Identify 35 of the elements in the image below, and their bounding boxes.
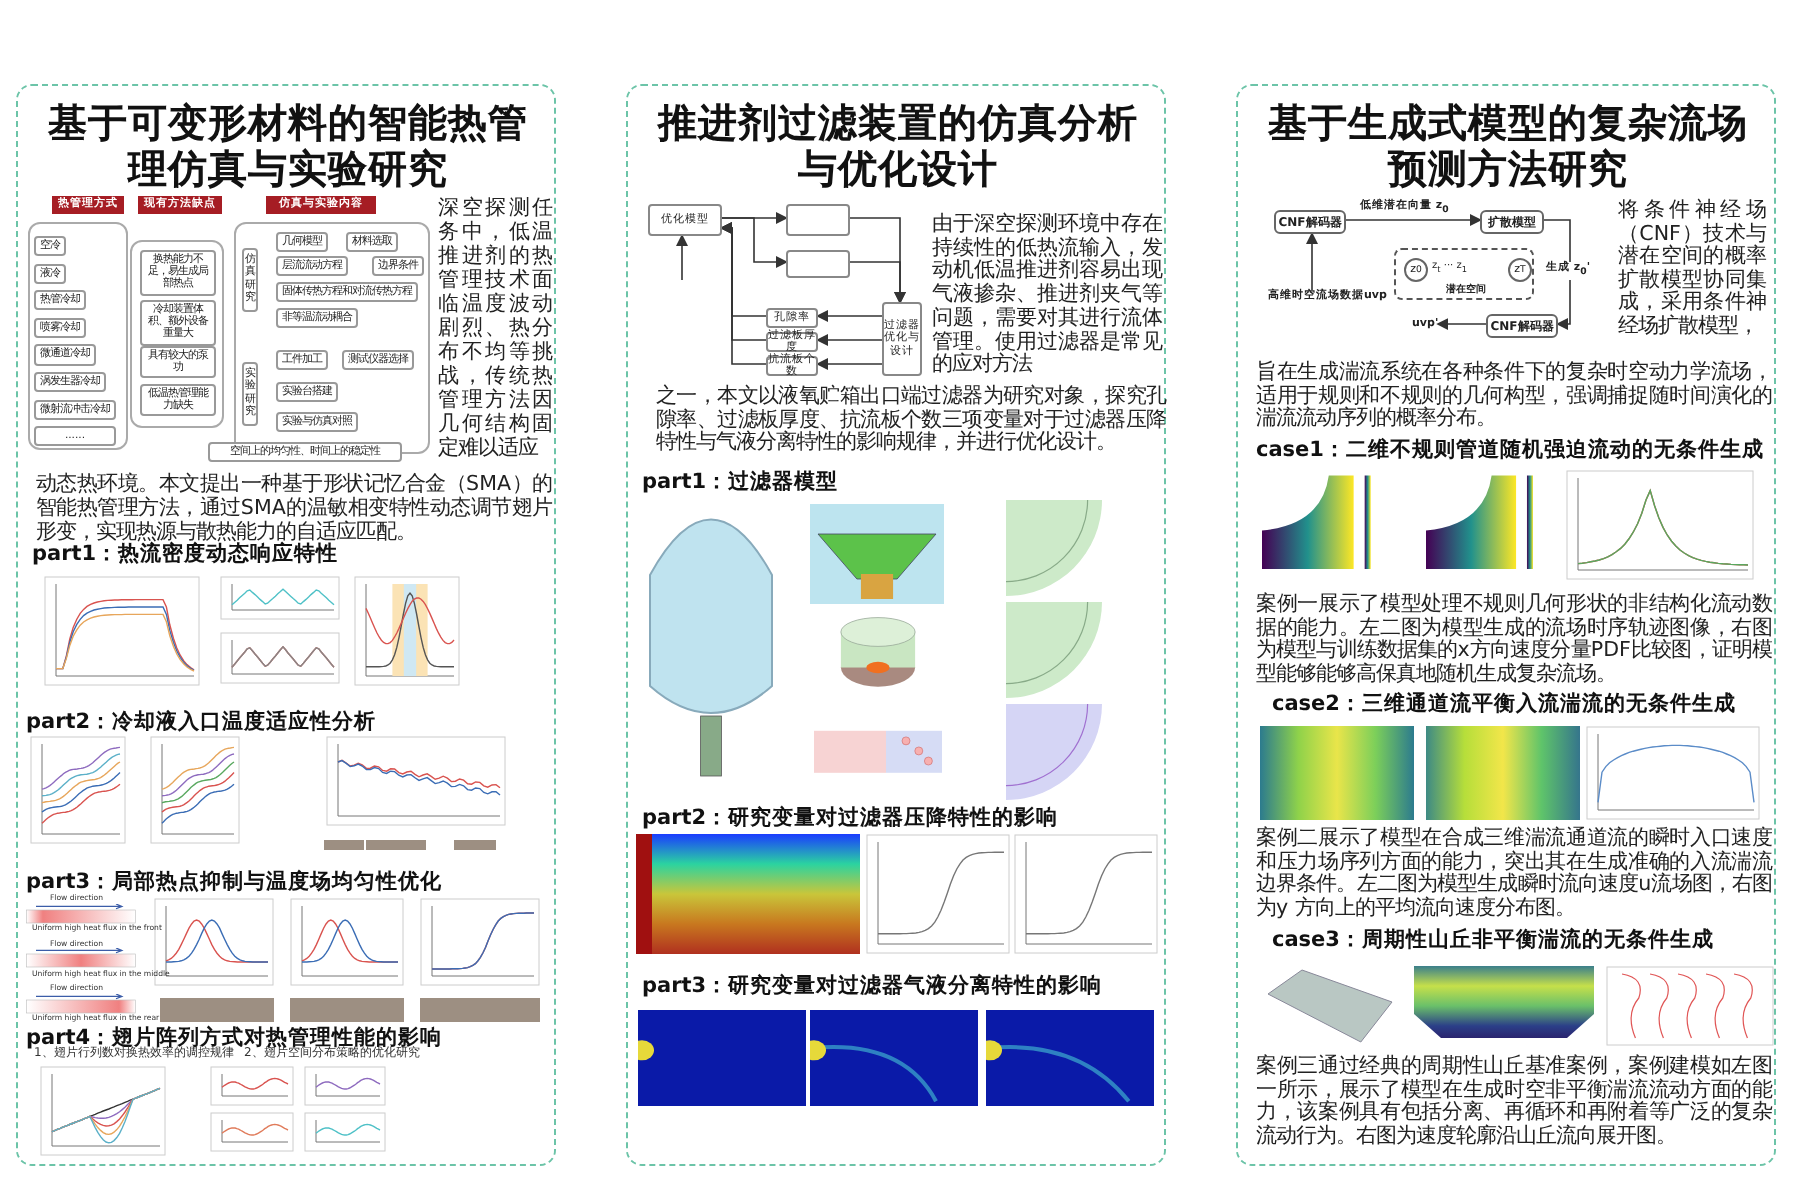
arrow — [1345, 214, 1482, 226]
section-heading: case3：周期性山丘非平衡湍流的无条件生成 — [1272, 928, 1714, 952]
intro-paragraph: 之一，本文以液氧贮箱出口端过滤器为研究对象，探究孔隙率、过滤板厚度、抗流板个数三项变量对于过滤器压降特性与气液分离特性的影响规律，并进行优化设计。 — [656, 386, 1166, 457]
arrow — [1543, 219, 1571, 330]
panel-title: 基于可变形材料的智能热管理仿真与实验研究 — [48, 100, 528, 192]
section-heading: part1：热流密度动态响应特性 — [32, 542, 339, 566]
case-description: 案例三通过经典的周期性山丘基准案例，案例建模如左图一所示，展示了模型在生成时空非平衡湍流流动方面的能力，该案例具有包括分离、再循环和再附着等广泛的复杂流动行为。右图为速度轮廓沿山丘流向展开图。 — [1256, 1056, 1772, 1148]
arrow — [849, 261, 906, 304]
arrow — [721, 217, 788, 268]
intro-paragraph: 将条件神经场（CNF）技术与潜在空间的概率扩散模型协同集成，采用条件神经场扩散模型， — [1618, 200, 1766, 338]
intro-paragraph: 由于深空探测环境中存在持续性的低热流输入，发动机低温推进剂容易出现气液掺杂、推进剂夹气等问题，需要对其进行流体管理。使用过滤器是常见的应对方法 — [932, 214, 1162, 378]
section-heading: part3：局部热点抑制与温度场均匀性优化 — [26, 870, 443, 894]
arrow — [816, 358, 883, 370]
arrow — [676, 234, 688, 281]
panel-title: 基于生成式模型的复杂流场预测方法研究 — [1268, 100, 1748, 192]
section-heading: part2：冷却液入口温度适应性分析 — [26, 710, 377, 734]
section-heading: case1：二维不规则管道随机强迫流动的无条件生成 — [1256, 438, 1764, 462]
latent-space-box — [1394, 248, 1534, 300]
arrow — [720, 222, 767, 365]
process-box — [786, 204, 850, 236]
panel-title: 推进剂过滤装置的仿真分析与优化设计 — [658, 100, 1138, 192]
arrow — [816, 334, 883, 346]
case-description: 案例一展示了模型处理不规则几何形状的非结构化流动数据的能力。左二图为模型生成的流场时序轨迹图像，右图为模型与训练数据集的x方向速度分量PDF比较图，证明模型能够能够高保真地随机生成复杂流场。 — [1256, 594, 1772, 686]
intro-paragraph: 动态热环境。本文提出一种基于形状记忆合金（SMA）的智能热管理方法，通过SMA的温敏相变特性动态调节翅片形变，实现热源与散热能力的自适应匹配。 — [36, 472, 552, 544]
arrow — [1306, 232, 1318, 291]
intro-paragraph: 深空探测任务中，低温推进剂的热管理技术面临温度波动剧烈、热分布不均等挑战，传统热管理方法因几何结构固定难以适应 — [438, 196, 552, 460]
arrow — [816, 310, 883, 322]
section-heading: part1：过滤器模型 — [642, 470, 839, 494]
section-heading: part2：研究变量对过滤器压降特性的影响 — [642, 806, 1059, 830]
process-box — [786, 250, 850, 278]
arrow — [1436, 318, 1487, 330]
intro-paragraph: 旨在生成湍流系统在各种条件下的复杂时空动力学流场，适用于规则和不规则的几何构型，强调捕捉随时间演化的湍流流动序列的概率分布。 — [1256, 362, 1772, 431]
section-heading: part3：研究变量对过滤器气液分离特性的影响 — [642, 974, 1103, 998]
section-heading: case2：三维通道流平衡入流湍流的无条件生成 — [1272, 692, 1736, 716]
case-description: 案例二展示了模型在合成三维湍流通道流的瞬时入口速度和压力场序列方面的能力，突出其在生成准确的入流湍流边界条件。左二图为模型生成瞬时流向速度u流场图，右图为y 方向上的平均流向速度分布图。 — [1256, 828, 1772, 920]
